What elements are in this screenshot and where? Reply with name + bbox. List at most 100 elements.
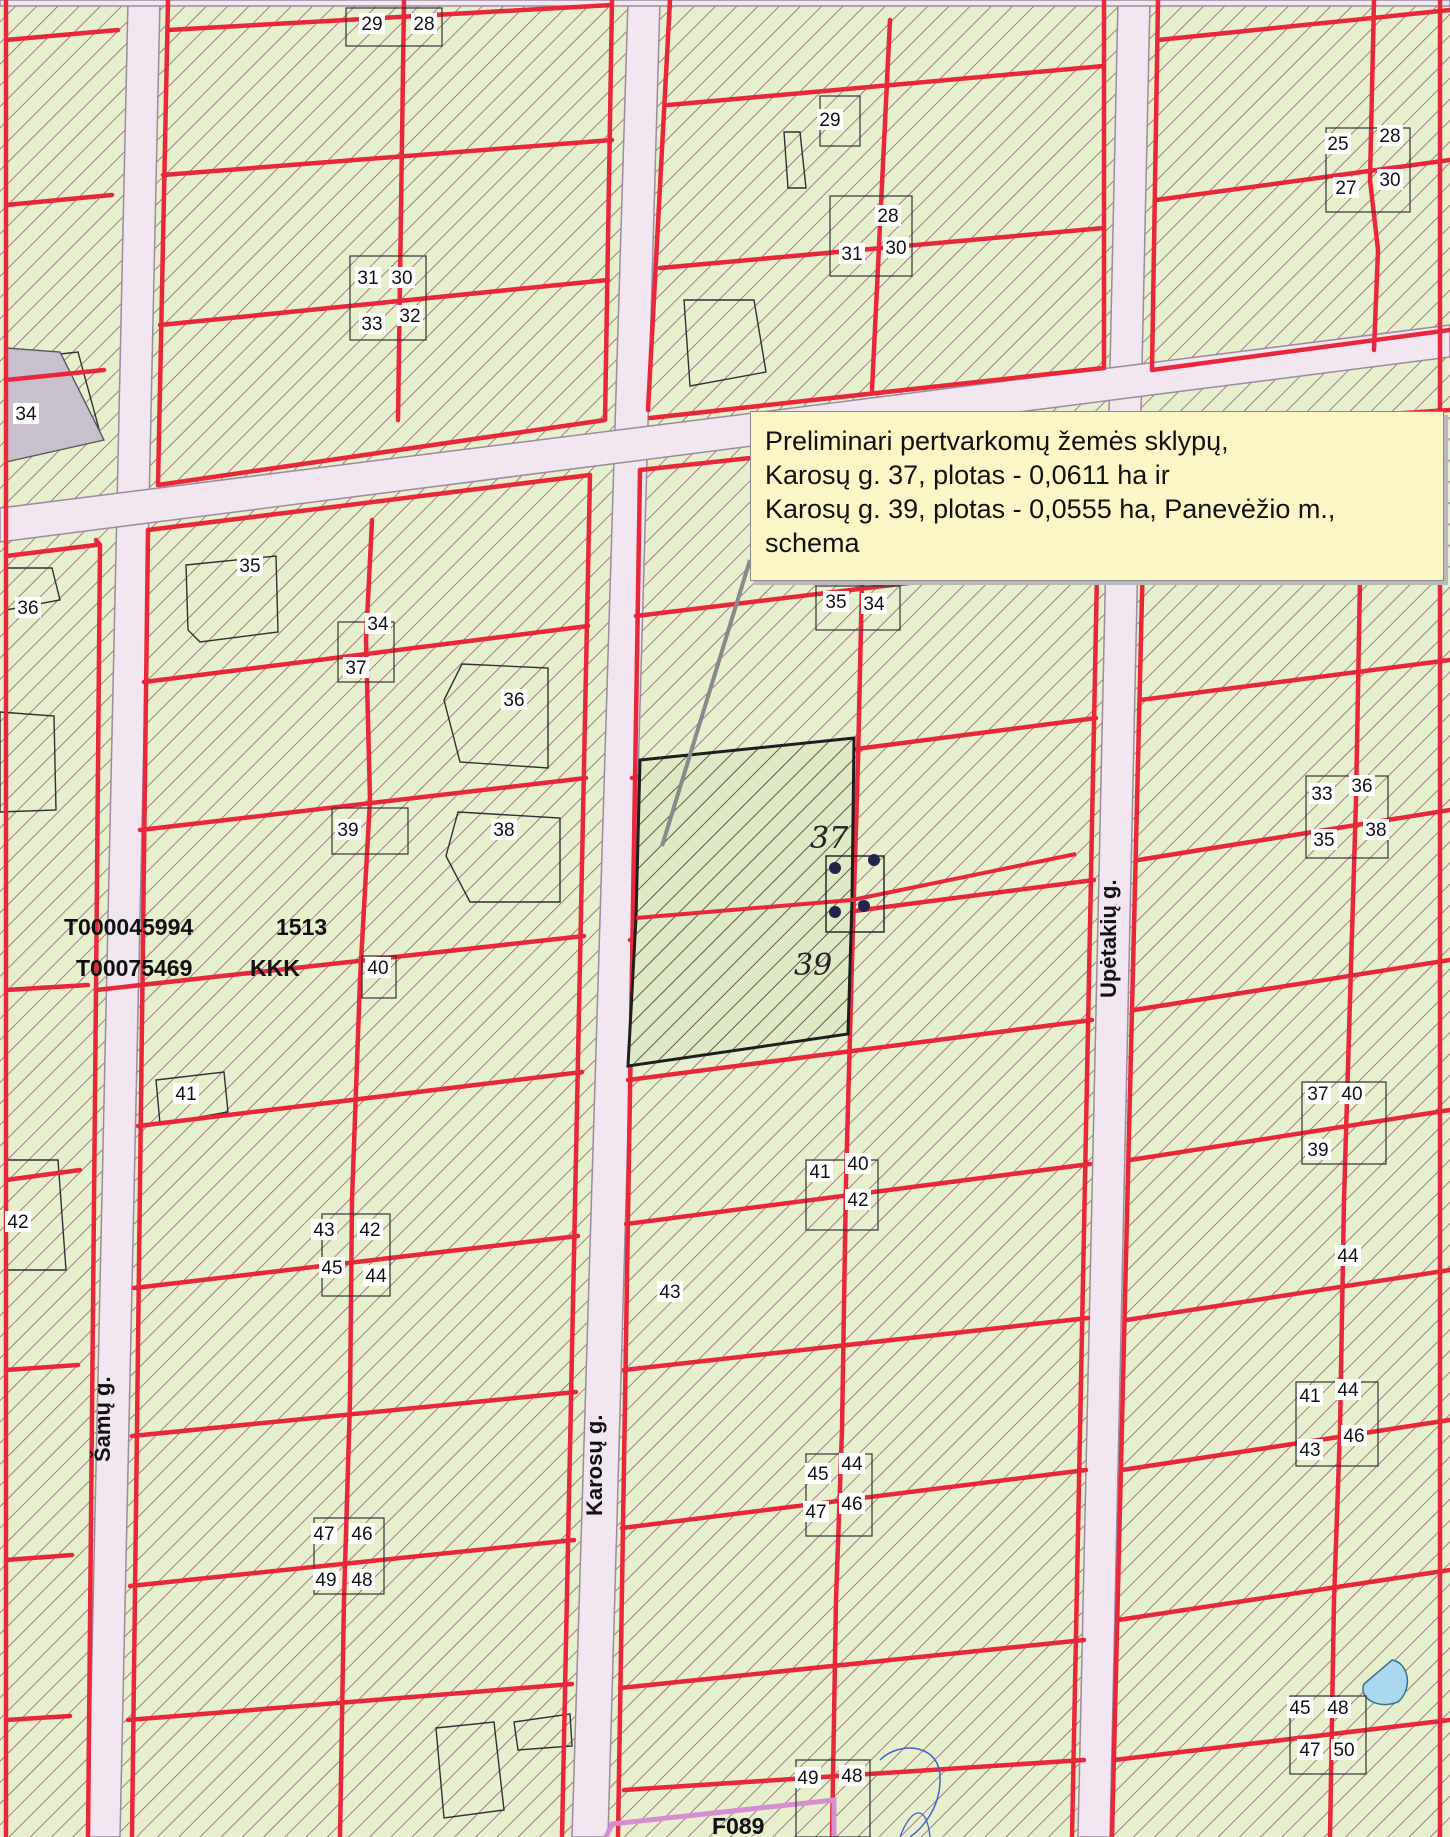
address-number: 46 (1343, 1426, 1364, 1447)
address-number-bg (845, 1153, 871, 1174)
address-number-bg (1297, 1739, 1323, 1760)
callout-line-2: Karosų g. 37, plotas - 0,0611 ha ir (765, 460, 1170, 490)
address-number: 25 (1327, 134, 1348, 155)
address-number: 36 (503, 690, 524, 711)
street-karosu-label: Karosų g. (582, 1415, 607, 1516)
address-number: 33 (1311, 784, 1332, 805)
code-t000045994: T000045994 (64, 914, 193, 940)
address-number-bg (349, 1523, 375, 1544)
address-number-bg (1325, 133, 1351, 154)
address-number-bg (1331, 1739, 1357, 1760)
address-number: 47 (1299, 1740, 1320, 1761)
address-number-bg (839, 1453, 865, 1474)
address-number-bg (491, 819, 517, 840)
callout-line-1: Preliminari pertvarkomų žemės sklypų, (765, 426, 1229, 456)
address-number-bg (883, 237, 909, 258)
address-number: 42 (359, 1220, 380, 1241)
address-number: 28 (413, 14, 434, 35)
address-bracket (349, 255, 427, 341)
road-cross-north (0, 324, 1450, 543)
address-number: 45 (1289, 1698, 1310, 1719)
address-number: 32 (399, 306, 420, 327)
callout-line-4: schema (765, 528, 860, 558)
code-f089: F089 (712, 1813, 764, 1837)
address-number: 47 (313, 1524, 334, 1545)
address-bracket (313, 1517, 385, 1595)
address-number-bg (807, 1161, 833, 1182)
address-number-bg (349, 1569, 375, 1590)
address-number-bg (237, 555, 263, 576)
address-bracket (795, 1759, 871, 1837)
pink-boundary-f089 (603, 1797, 837, 1837)
address-number-bg (359, 13, 385, 34)
address-number: 48 (841, 1766, 862, 1787)
street-labels: Šamų g. Karosų g. Upėtakių g. (90, 879, 1121, 1516)
address-number-bg (343, 657, 369, 678)
address-number: 30 (885, 238, 906, 259)
address-bracket (805, 1159, 879, 1231)
schema-callout: Preliminari pertvarkomų žemės sklypų, Ka… (750, 411, 1444, 581)
address-number-bg (795, 1767, 821, 1788)
address-number-bg (803, 1501, 829, 1522)
address-number: 40 (1341, 1084, 1362, 1105)
address-number-bg (411, 13, 437, 34)
address-bracket (1325, 127, 1411, 213)
address-number-bg (1333, 177, 1359, 198)
address-number-bg (173, 1083, 199, 1104)
address-number: 49 (797, 1768, 818, 1789)
address-number: 31 (357, 268, 378, 289)
address-bracket (321, 1213, 391, 1297)
address-bracket (331, 807, 409, 855)
address-number-bg (355, 267, 381, 288)
address-number: 38 (1365, 820, 1386, 841)
address-bracket (345, 7, 443, 47)
address-number: 47 (805, 1502, 826, 1523)
callout-leader (660, 559, 752, 847)
address-number-bg (805, 1463, 831, 1484)
address-number: 34 (15, 404, 37, 425)
address-number-bg (1309, 783, 1335, 804)
address-number: 38 (493, 820, 514, 841)
address-number: 40 (847, 1154, 868, 1175)
road-top-edge (0, 0, 1450, 7)
address-number-bg (311, 1219, 337, 1240)
address-number-bg (817, 109, 843, 130)
address-number-bg (335, 819, 361, 840)
address-number-bg (1325, 1697, 1351, 1718)
callout-line-3: Karosų g. 39, plotas - 0,0555 ha, Panevė… (765, 494, 1336, 524)
address-number: 43 (313, 1220, 334, 1241)
address-number: 28 (877, 206, 898, 227)
address-number: 34 (863, 594, 885, 615)
address-number-bg (875, 205, 901, 226)
code-1513: 1513 (276, 914, 327, 940)
address-number: 31 (841, 244, 862, 265)
address-number: 29 (819, 110, 840, 131)
address-bracket (1305, 775, 1389, 859)
address-number: 35 (825, 592, 846, 613)
address-number-bg (365, 957, 391, 978)
address-number-bg (1377, 169, 1403, 190)
address-bracket (829, 195, 913, 277)
address-number-bg (823, 591, 849, 612)
address-number-bg (15, 597, 41, 618)
address-number: 29 (361, 14, 382, 35)
address-number: 48 (351, 1570, 372, 1591)
parcel-label-37: 37 (810, 821, 849, 856)
address-number: 35 (239, 556, 260, 577)
address-number-bg (1335, 1245, 1361, 1266)
parcel-boundaries (3, 0, 1450, 1837)
address-number: 35 (1313, 830, 1334, 851)
address-number: 37 (1307, 1084, 1328, 1105)
address-number-bg (1349, 775, 1375, 796)
address-number: 36 (1351, 776, 1372, 797)
address-number: 33 (361, 314, 382, 335)
address-number-bg (1377, 125, 1403, 146)
address-number: 30 (391, 268, 412, 289)
code-labels: T000045994 T00075469 1513 KKK F089 (64, 914, 764, 1837)
address-number: 45 (321, 1258, 342, 1279)
address-number-bg (845, 1189, 871, 1210)
address-number-bg (319, 1257, 345, 1278)
address-number: 39 (1307, 1140, 1328, 1161)
